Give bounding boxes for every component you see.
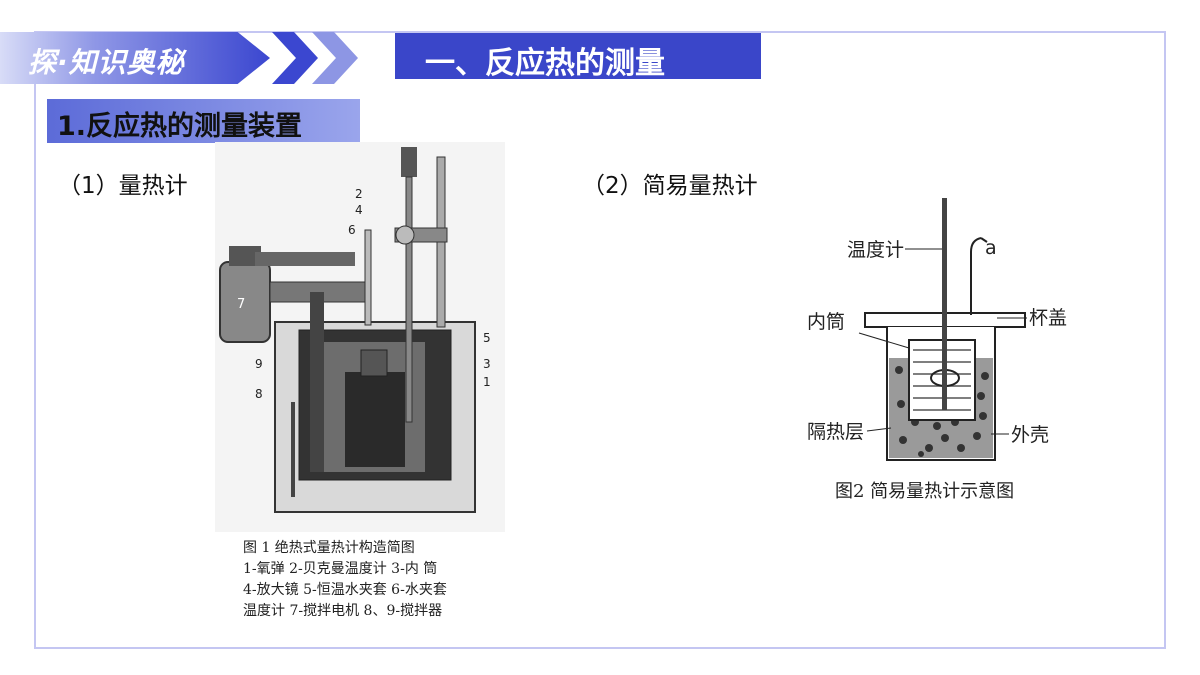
part-number: 6 [348, 223, 356, 237]
chevron-right-icon [272, 32, 318, 84]
part-number: 4 [355, 203, 363, 217]
chevron-right-icon [312, 32, 358, 84]
section-tag: 探·知识奥秘 [0, 32, 270, 84]
page-title: 一、反应热的测量 [425, 46, 665, 81]
figure2-caption: 图2 简易量热计示意图 [835, 481, 1014, 502]
part-number: 2 [355, 187, 363, 201]
stirrer-label: a [985, 237, 997, 259]
part-number: 7 [237, 297, 245, 312]
shell-label: 外壳 [1011, 424, 1049, 446]
simple-calorimeter-label: （2）简易量热计 [582, 173, 758, 199]
page-title-bar: 一、反应热的测量 [395, 33, 761, 81]
adiabatic-calorimeter-diagram: 2 4 6 5 3 1 7 9 8 [215, 142, 505, 532]
part-number: 3 [483, 357, 491, 371]
lid-label: 杯盖 [1029, 307, 1067, 329]
content-frame [34, 31, 1166, 649]
part-number: 1 [483, 375, 491, 389]
calorimeter-label: （1）量热计 [58, 173, 188, 199]
part-number: 5 [483, 331, 491, 345]
thermometer-label: 温度计 [847, 239, 904, 261]
figure1-caption: 图 1 绝热式量热计构造简图 1-氧弹 2-贝克曼温度计 3-内 筒 4-放大镜… [243, 540, 447, 619]
section-heading: 1.反应热的测量装置 [47, 99, 360, 143]
section-heading-text: 1.反应热的测量装置 [57, 111, 303, 142]
section-tag-label: 探·知识奥秘 [28, 46, 185, 79]
inner-cup-label: 内筒 [807, 311, 845, 333]
insulation-label: 隔热层 [807, 421, 864, 443]
part-number: 8 [255, 387, 263, 401]
part-number: 9 [255, 357, 263, 371]
simple-calorimeter-diagram: 温度计 a 内筒 杯盖 隔热层 外壳 图2 简易量热计示意图 [807, 198, 1067, 502]
